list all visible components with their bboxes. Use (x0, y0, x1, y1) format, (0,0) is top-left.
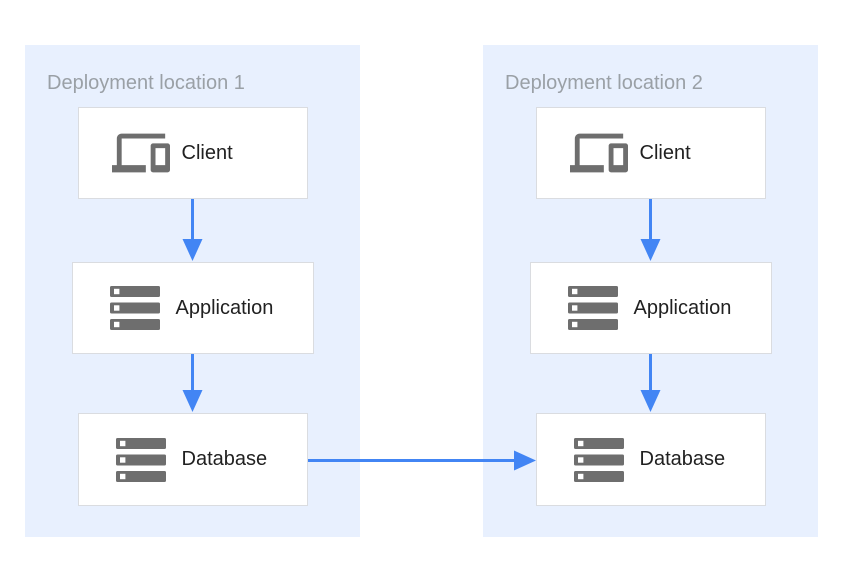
node-label: Application (633, 296, 732, 319)
server-stack-icon (109, 437, 173, 482)
devices-icon (567, 124, 631, 182)
node-database-1: Database (77, 413, 308, 506)
deployment-location-2-zone: Deployment location 2 Client (483, 45, 818, 537)
node-label: Application (175, 296, 274, 319)
server-stack-icon (103, 286, 167, 330)
server-stack-icon (561, 286, 625, 330)
devices-icon (109, 124, 173, 182)
node-label: Client (639, 141, 691, 164)
node-application-2: Application (529, 262, 772, 354)
server-stack-icon (567, 437, 631, 482)
deployment-location-1-zone: Deployment location 1 Client (25, 45, 360, 537)
node-label: Database (181, 448, 268, 470)
node-client-1: Client (77, 107, 308, 199)
node-label: Client (181, 141, 233, 164)
node-database-2: Database (535, 413, 766, 506)
zone-title: Deployment location 2 (505, 72, 703, 94)
zone-title: Deployment location 1 (47, 72, 245, 94)
node-client-2: Client (535, 107, 766, 199)
node-label: Database (639, 448, 726, 470)
node-application-1: Application (71, 262, 314, 354)
